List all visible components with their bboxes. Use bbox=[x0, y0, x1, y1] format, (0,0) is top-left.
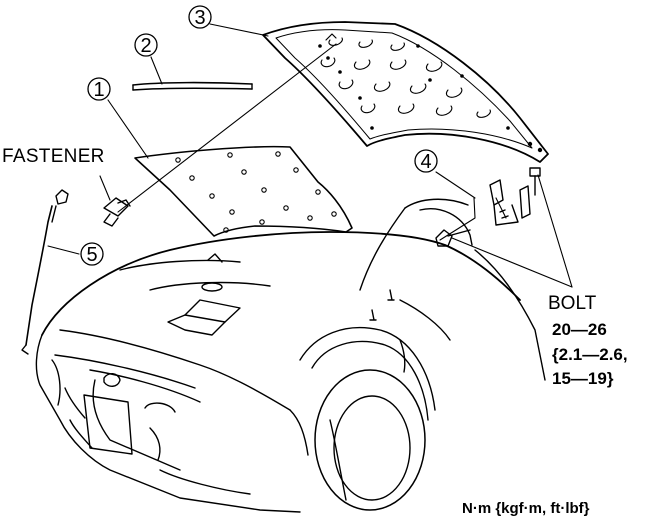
hood-holes bbox=[320, 37, 491, 118]
callout-circle-3 bbox=[188, 5, 212, 29]
torque-ftlbf: 15—19} bbox=[552, 369, 614, 388]
torque-units: N·m {kgf·m, ft·lbf} bbox=[462, 500, 590, 517]
hood-hinge bbox=[435, 167, 541, 247]
callout-numbers: 1 2 3 4 5 bbox=[86, 7, 431, 266]
callout-5: 5 bbox=[86, 244, 97, 266]
callout-3: 3 bbox=[194, 7, 205, 29]
seal-strip bbox=[132, 81, 253, 91]
hood bbox=[262, 21, 549, 163]
callout-circle-1 bbox=[87, 77, 111, 101]
torque-kgfm: {2.1—2.6, bbox=[552, 345, 628, 364]
hood-insulator bbox=[134, 145, 353, 237]
callout-2: 2 bbox=[140, 35, 151, 57]
car-body bbox=[35, 198, 546, 513]
callout-circle-2 bbox=[134, 33, 158, 57]
callout-1: 1 bbox=[93, 79, 104, 101]
torque-nm: 20—26 bbox=[552, 320, 607, 339]
callout-circle-5 bbox=[80, 242, 104, 266]
bolt-label: BOLT bbox=[548, 293, 597, 314]
hood-support-rod bbox=[21, 189, 69, 355]
fastener-clip bbox=[103, 197, 131, 227]
fastener-label: FASTENER bbox=[2, 146, 105, 167]
leader-lines bbox=[47, 23, 573, 288]
callout-4: 4 bbox=[420, 151, 431, 173]
callout-circle-4 bbox=[414, 149, 438, 173]
callouts bbox=[80, 5, 438, 266]
